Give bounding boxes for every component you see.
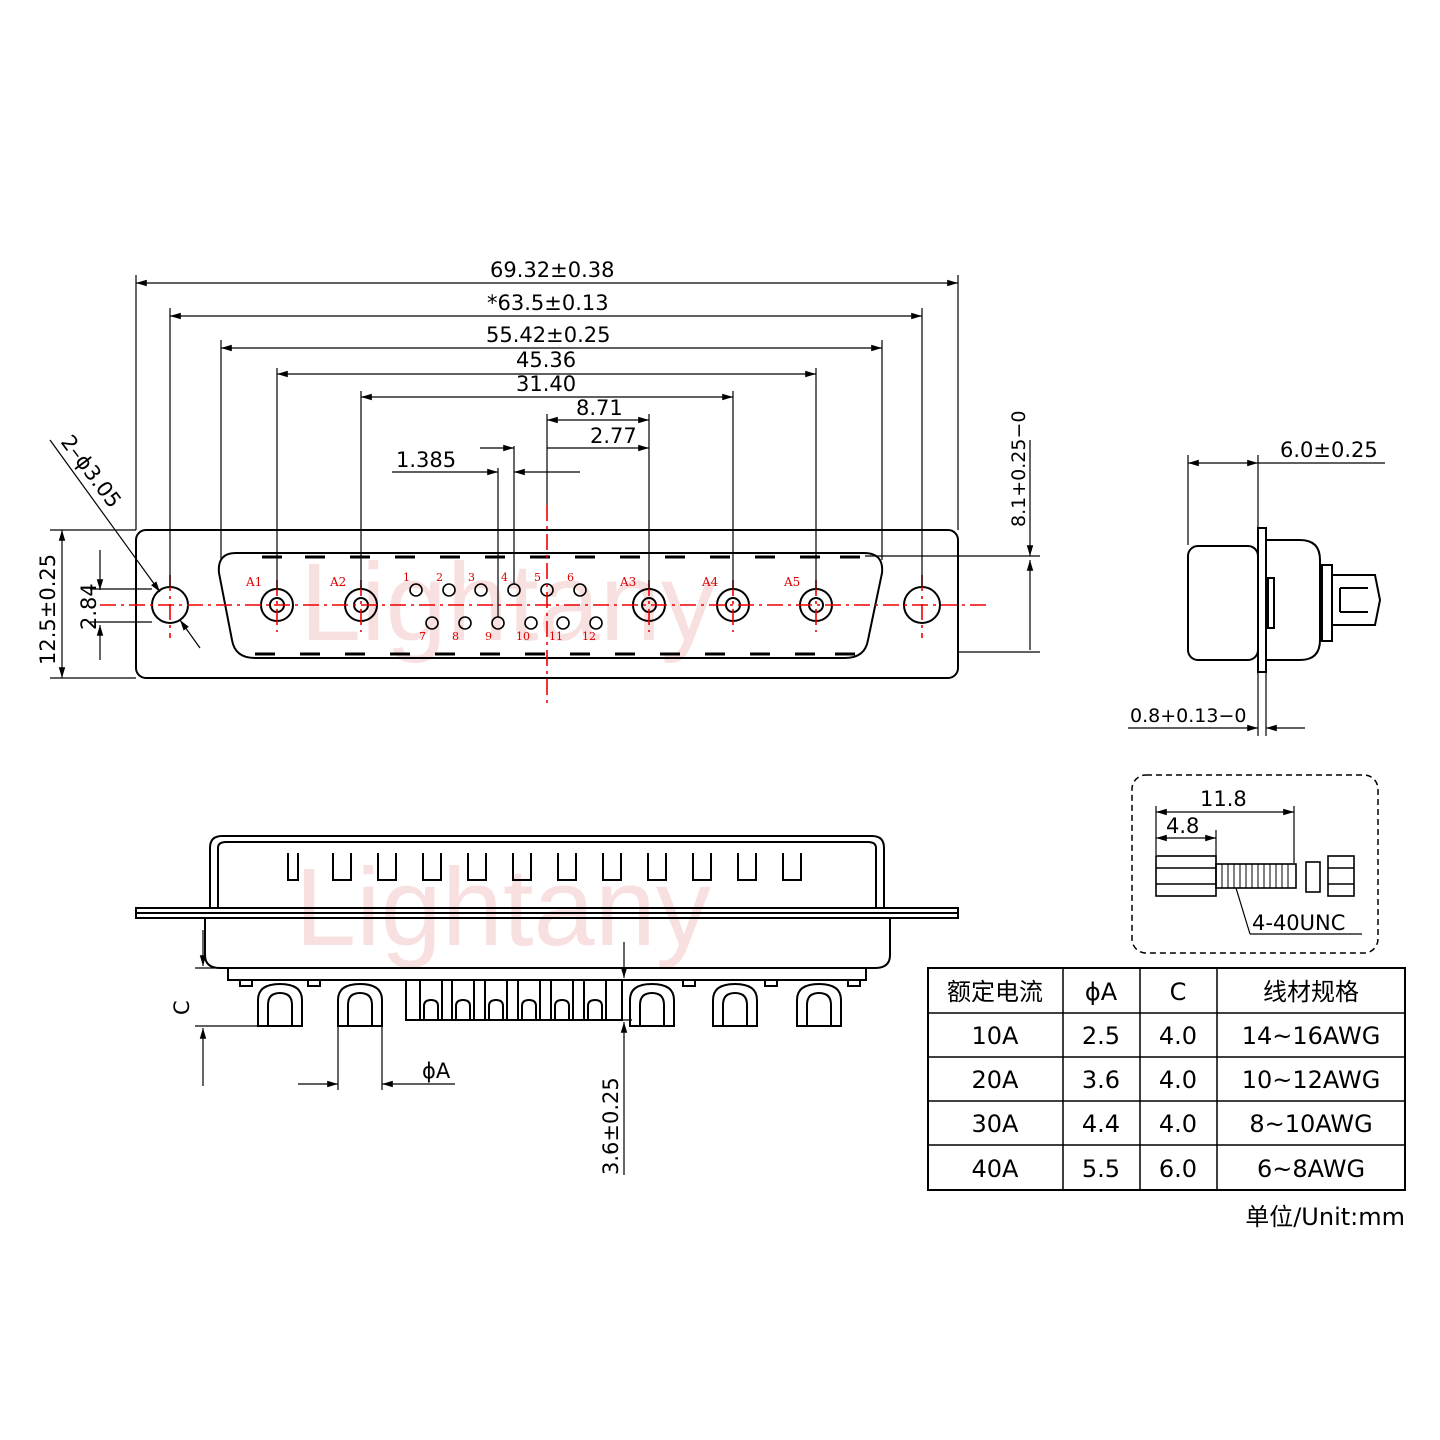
side-body: [1266, 539, 1321, 661]
table-cell: 6~8AWG: [1257, 1155, 1365, 1183]
dim-31-40: 31.40: [516, 372, 576, 396]
pin-label-5: 5: [534, 571, 541, 584]
extension-lines: [135, 275, 959, 617]
front-flange: [135, 529, 959, 679]
table-header-wire: 线材规格: [1263, 978, 1359, 1006]
table-cell: 4.0: [1159, 1066, 1197, 1094]
shell-teeth: [255, 555, 860, 656]
dim-depth: 8.1+0.25−0: [1008, 411, 1030, 527]
side-screw: [1332, 574, 1382, 626]
top-slots: [287, 853, 802, 881]
dim-1-385: 1.385: [396, 448, 456, 472]
bottom-shell-top: [209, 835, 885, 908]
unit-label: 单位/Unit:mm: [1245, 1203, 1405, 1231]
table-cell: 4.4: [1082, 1110, 1120, 1138]
table-header-current: 额定电流: [947, 978, 1043, 1006]
dim-8-71: 8.71: [576, 396, 623, 420]
pin-label-11: 11: [549, 630, 563, 643]
pin-label-2: 2: [436, 571, 443, 584]
front-shell: [217, 552, 884, 659]
table-header-phi-a: ϕA: [1085, 978, 1118, 1006]
bottom-signal-pins: [405, 979, 623, 1021]
screw-detail: [1155, 855, 1355, 897]
dim-45-36: 45.36: [516, 348, 576, 372]
pin-label-a1: A1: [245, 575, 262, 589]
screw-threads: [1221, 864, 1289, 888]
pin-label-9: 9: [485, 630, 492, 643]
pin-label-1: 1: [403, 571, 410, 584]
bottom-view: [135, 835, 959, 981]
dim-shell: 55.42±0.25: [486, 323, 610, 347]
table-cell: 10~12AWG: [1242, 1066, 1381, 1094]
screw-dims: [1155, 806, 1362, 935]
pin-label-a5: A5: [783, 575, 800, 589]
table-cell: 2.5: [1082, 1022, 1120, 1050]
side-flange: [1257, 527, 1267, 673]
pin-label-10: 10: [516, 630, 530, 643]
dim-holes: 2–ϕ3.05: [56, 431, 126, 513]
pin-label-a3: A3: [619, 575, 636, 589]
dim-screw-length: 11.8: [1200, 787, 1247, 811]
centerlines: [100, 505, 990, 705]
dimension-arrows: [49, 279, 1034, 678]
dim-2-77: 2.77: [590, 424, 637, 448]
pin-label-12: 12: [582, 630, 596, 643]
pin-label-a2: A2: [329, 575, 346, 589]
table-cell: 5.5: [1082, 1155, 1120, 1183]
signal-contacts: [409, 583, 603, 630]
dim-row: 2.84: [77, 583, 101, 630]
table-cell: 4.0: [1159, 1110, 1197, 1138]
table-cell: 3.6: [1082, 1066, 1120, 1094]
side-extension-lines: [50, 529, 1040, 679]
pin-label-8: 8: [452, 630, 459, 643]
bottom-power-pins: [239, 979, 861, 1027]
table-cell: 30A: [972, 1110, 1020, 1138]
pin-label-4: 4: [501, 571, 508, 584]
dim-phi-a: ϕA: [422, 1059, 451, 1083]
dim-pin-length: 3.6±0.25: [599, 1077, 623, 1175]
pin-label-3: 3: [468, 571, 475, 584]
screw-detail-box: [1131, 774, 1379, 954]
pin-label-6: 6: [567, 571, 574, 584]
spec-table: 额定电流 ϕA C 线材规格 10A 2.5 4.0 14~16AWG 20A …: [927, 967, 1406, 1191]
dim-height: 12.5±0.25: [36, 554, 60, 665]
dim-side-flange: 0.8+0.13−0: [1130, 705, 1246, 727]
table-cell: 6.0: [1159, 1155, 1197, 1183]
side-shell: [1187, 545, 1259, 661]
dim-mount: *63.5±0.13: [487, 291, 609, 315]
table-cell: 20A: [972, 1066, 1020, 1094]
table-cell: 14~16AWG: [1242, 1022, 1381, 1050]
dim-c: C: [170, 1000, 194, 1015]
pin-label-7: 7: [419, 630, 426, 643]
bottom-dims: [195, 930, 632, 1175]
table-cell: 10A: [972, 1022, 1020, 1050]
dim-screw-head: 4.8: [1166, 814, 1199, 838]
side-view: [1187, 527, 1382, 673]
table-cell: 40A: [972, 1155, 1020, 1183]
table-cell: 4.0: [1159, 1022, 1197, 1050]
pin-label-a4: A4: [701, 575, 719, 589]
dim-side-width: 6.0±0.25: [1280, 438, 1378, 462]
table-header-c: C: [1170, 978, 1187, 1006]
table-cell: 8~10AWG: [1249, 1110, 1372, 1138]
dim-overall: 69.32±0.38: [490, 258, 614, 282]
screw-thread-label: 4-40UNC: [1252, 911, 1345, 935]
side-dims: [1128, 455, 1385, 736]
watermark-front: Lightany: [300, 541, 716, 664]
